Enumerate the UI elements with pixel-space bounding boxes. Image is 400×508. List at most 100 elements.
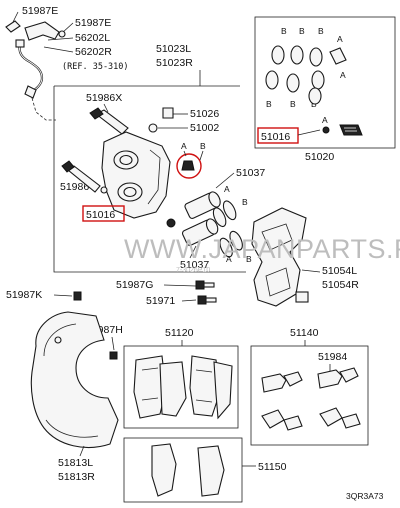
label-51023L[interactable]: 51023L <box>156 43 191 55</box>
leader-51986X <box>103 103 109 113</box>
label-51987G[interactable]: 51987G <box>116 279 153 291</box>
label-51023R[interactable]: 51023R <box>156 57 193 69</box>
seal-ring-upper-2 <box>222 200 237 221</box>
shield-bolt-h <box>109 351 118 360</box>
guide-bolt-lower-head <box>61 160 75 173</box>
letter-b-lower: B <box>246 254 252 264</box>
brake-pads-frame <box>123 345 239 429</box>
kit-seal-1 <box>271 45 285 65</box>
bracket-pad-slot <box>295 291 309 303</box>
label-51120[interactable]: 51120 <box>165 327 194 339</box>
leader-51037-bottom <box>189 245 197 259</box>
kit-letter-b-3: B <box>318 26 324 36</box>
bleeder-screw <box>162 107 174 119</box>
label-51150[interactable]: 51150 <box>258 461 287 473</box>
kit-seal-7 <box>308 87 322 105</box>
pad-clip-2 <box>283 371 303 387</box>
pad-shim-1 <box>151 443 177 497</box>
label-51037-top[interactable]: 51037 <box>236 167 265 179</box>
kit-letter-b-2: B <box>299 26 305 36</box>
label-56202R[interactable]: 56202R <box>75 46 112 58</box>
dust-shield-rib-1 <box>43 323 77 357</box>
label-51986X[interactable]: 51986X <box>86 92 122 104</box>
label-51026[interactable]: 51026 <box>190 108 219 120</box>
dust-seal-lower <box>166 218 176 228</box>
label-51016-kit[interactable]: 51016 <box>261 131 290 143</box>
caliper-bracket-group: 51054L 51054R <box>251 207 359 307</box>
bracket-bolts-group: 51987G 51971 <box>116 279 217 307</box>
seal-kit-group: B B B A A B B B A 51016 51020 <box>254 16 396 163</box>
leader-51971 <box>181 299 197 302</box>
shield-bolt-k <box>73 291 82 301</box>
highlight-box-51016-kit <box>257 127 299 144</box>
label-51813R[interactable]: 51813R <box>58 471 95 483</box>
dust-boot-small <box>181 160 195 171</box>
letter-a-main: A <box>181 141 187 151</box>
brake-pad-3 <box>189 355 221 417</box>
caliper-bore-upper-inner <box>119 154 133 166</box>
hose-dashed-link <box>31 97 56 121</box>
brake-hose-line <box>18 43 44 94</box>
label-51987E-left[interactable]: 51987E <box>22 5 58 17</box>
kit-grease-lines <box>344 127 357 132</box>
leader-51037-top <box>215 172 235 189</box>
brake-pads-group: 51120 <box>123 327 239 429</box>
brake-pad-2 <box>159 361 187 417</box>
kit-small-seal <box>322 126 330 134</box>
label-51054R[interactable]: 51054R <box>322 279 359 291</box>
label-51984[interactable]: 51984 <box>318 351 347 363</box>
bracket-cutout-lower <box>265 267 291 297</box>
label-51054L[interactable]: 51054L <box>322 265 357 277</box>
label-51813L[interactable]: 51813L <box>58 457 93 469</box>
letter-a-piston: A <box>224 184 230 194</box>
label-51987K[interactable]: 51987K <box>6 289 42 301</box>
label-51016-main[interactable]: 51016 <box>86 209 115 221</box>
brake-pad-4 <box>213 361 233 420</box>
label-51002[interactable]: 51002 <box>190 122 219 134</box>
leader-51813 <box>79 445 85 457</box>
seal-kit-frame <box>254 16 396 149</box>
pad-clip-1 <box>261 373 287 393</box>
kit-letter-b-1: B <box>281 26 287 36</box>
kit-letter-b-5: B <box>290 99 296 109</box>
pad-spring-2 <box>283 415 303 431</box>
leader-56202R <box>43 46 74 53</box>
kit-seal-3 <box>309 47 323 67</box>
dust-shield-group: 51987K 51987H 51813L 51813R <box>6 289 123 483</box>
kit-seal-6 <box>311 70 325 90</box>
pad-spring-4 <box>341 413 361 429</box>
label-51140[interactable]: 51140 <box>290 327 319 339</box>
bracket-bolt-shank <box>203 282 215 288</box>
pad-shims-frame <box>123 437 243 503</box>
leader-51016-kit <box>297 129 321 136</box>
seal-set-upper <box>212 200 237 228</box>
label-51037-bottom[interactable]: 51037 <box>180 259 209 271</box>
pad-shims-group: 51150 <box>123 437 287 503</box>
piston-upper-face <box>208 191 221 208</box>
caliper-assembly-group: 51023L 51023R 51986X 51026 51002 51986Y … <box>53 43 265 273</box>
leader-51987E-left <box>12 11 19 23</box>
caliper-bore-lower-inner <box>123 186 137 198</box>
label-56202L[interactable]: 56202L <box>75 32 110 44</box>
leader-51987K <box>53 294 73 297</box>
kit-seal-4 <box>265 70 279 90</box>
piston-upper <box>184 191 221 219</box>
seal-ring-upper-1 <box>212 207 227 228</box>
label-51020[interactable]: 51020 <box>305 151 334 163</box>
kit-letter-a-2: A <box>340 70 346 80</box>
label-51987E-right[interactable]: 51987E <box>75 17 111 29</box>
kit-grease-pack <box>339 124 363 136</box>
bracket-bolt-head <box>195 280 205 290</box>
highlight-circle-seal <box>176 153 202 179</box>
hose-bracket <box>24 21 60 41</box>
dust-shield <box>30 311 119 448</box>
brake-pad-detail-lines <box>141 367 213 403</box>
highlight-box-51016 <box>82 205 125 222</box>
kit-boot-1 <box>329 47 347 65</box>
piston-lower <box>181 218 219 246</box>
guide-bolt-upper-head <box>89 107 104 120</box>
ref-note: (REF. 35-310) <box>62 62 129 72</box>
label-51971[interactable]: 51971 <box>146 295 175 307</box>
pad-shim-2 <box>197 445 225 497</box>
